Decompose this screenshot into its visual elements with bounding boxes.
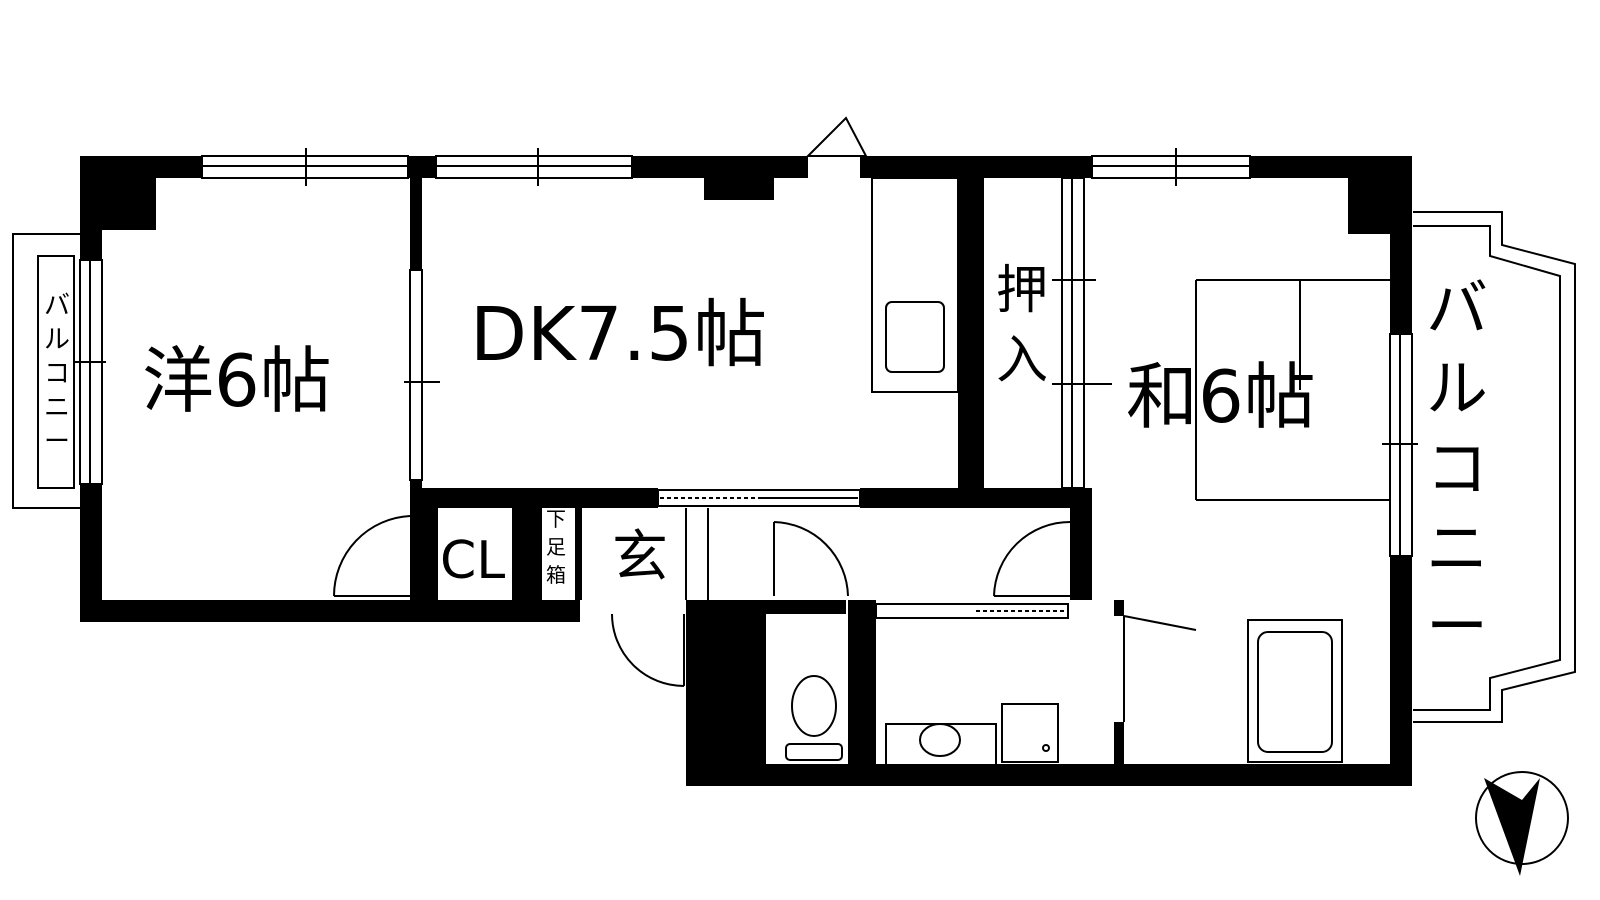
right-balcony-char-2: ル: [1426, 352, 1488, 425]
shoe-box-char-3: 箱: [546, 563, 566, 587]
left-balcony-char-1: バ: [44, 291, 70, 321]
left-balcony: [12, 233, 80, 509]
right-balcony-char-4: ニ: [1426, 512, 1488, 585]
right-balcony-char-1: バ: [1426, 272, 1488, 345]
left-balcony-char-5: ー: [44, 427, 70, 457]
room-label-closet: CL: [440, 531, 505, 591]
right-balcony-char-3: コ: [1426, 432, 1488, 505]
left-balcony-char-4: ニ: [44, 393, 70, 423]
windows: [74, 148, 1418, 557]
washbasin-icon: [885, 703, 1059, 767]
left-balcony-char-2: ル: [44, 325, 70, 355]
room-label-western: 洋6帖: [142, 339, 332, 423]
right-balcony: [1413, 211, 1576, 723]
bathtub-icon: [1123, 615, 1343, 763]
shoe-box-char-2: 足: [546, 535, 566, 559]
room-label-oshiire-2: 入: [996, 331, 1048, 391]
right-balcony-char-5: ー: [1426, 590, 1488, 663]
tatami-lines: [1195, 279, 1390, 501]
north-arrow-icon: [1475, 771, 1569, 876]
room-label-genkan: 玄: [612, 525, 668, 590]
room-label-japanese: 和6帖: [1126, 355, 1316, 439]
interior-walls: [410, 178, 1092, 600]
genkan-step: [539, 503, 709, 603]
kitchen-counter: [871, 177, 959, 393]
room-label-dk: DK7.5帖: [470, 292, 767, 378]
room-label-oshiire-1: 押: [996, 261, 1048, 321]
left-balcony-char-3: コ: [44, 359, 70, 389]
shoe-box-char-1: 下: [546, 507, 566, 531]
outer-walls: [80, 156, 1412, 786]
toilet-icon: [785, 675, 843, 761]
swing-doors: [332, 116, 1071, 687]
sliding-doors: [404, 177, 1112, 619]
